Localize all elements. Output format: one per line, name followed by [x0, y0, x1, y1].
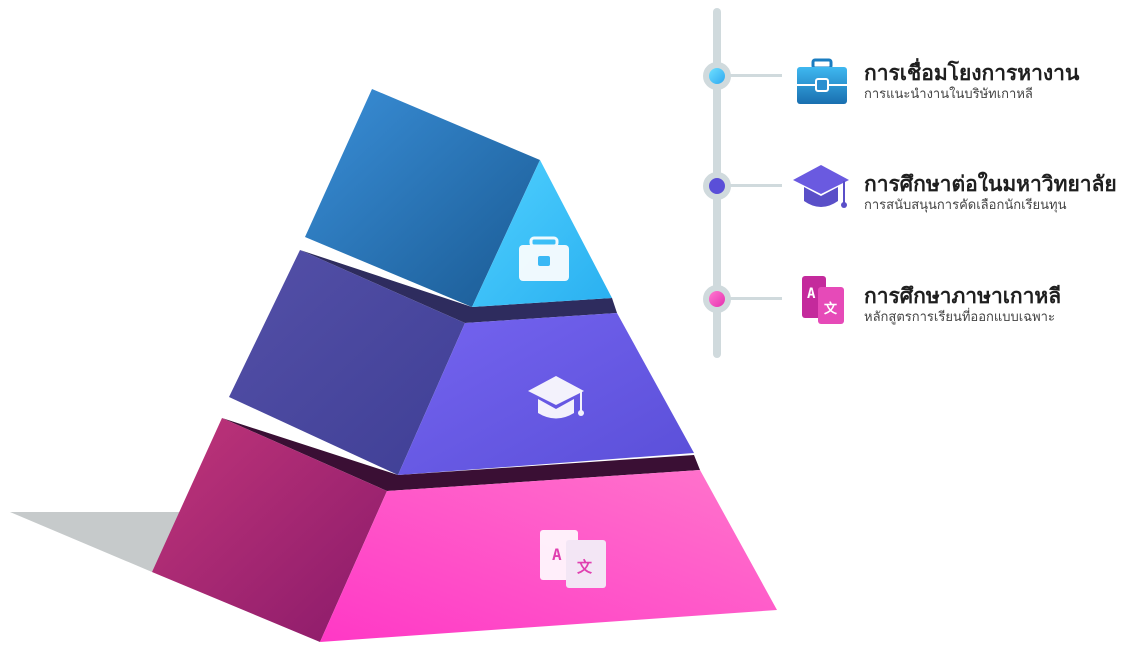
service-item-job: การเชื่อมโยงการหางาน การแนะนำงานในบริษัท…: [864, 60, 1079, 104]
graduation-cap-icon: [528, 376, 584, 419]
svg-text:A: A: [807, 286, 816, 302]
item-title: การศึกษาภาษาเกาหลี: [864, 284, 1062, 308]
timeline-dot-job: [703, 62, 731, 90]
item-subtitle: การแนะนำงานในบริษัทเกาหลี: [864, 87, 1033, 102]
translate-icon: A 文: [540, 530, 606, 588]
briefcase-icon: [797, 58, 847, 104]
pyramid-diagram: A 文: [10, 89, 777, 642]
translate-icon: A 文: [802, 276, 844, 324]
connector: [730, 74, 782, 77]
connector: [730, 184, 782, 187]
service-item-korean: การศึกษาภาษาเกาหลี หลักสูตรการเรียนที่ออ…: [864, 283, 1061, 327]
svg-text:文: 文: [824, 301, 838, 317]
bottom-tier-top: [222, 418, 700, 491]
briefcase-icon: [519, 236, 569, 281]
service-item-university: การศึกษาต่อในมหาวิทยาลัย การสนับสนุนการค…: [864, 171, 1117, 215]
middle-tier-top: [300, 250, 617, 323]
item-title: การศึกษาต่อในมหาวิทยาลัย: [864, 172, 1117, 196]
item-subtitle: หลักสูตรการเรียนที่ออกแบบเฉพาะ: [864, 310, 1055, 325]
top-tier-left: [305, 89, 540, 307]
timeline-dot-university: [703, 172, 731, 200]
pyramid-shadow: [10, 512, 180, 572]
middle-tier-left: [229, 250, 465, 475]
item-subtitle: การสนับสนุนการคัดเลือกนักเรียนทุน: [864, 198, 1067, 213]
svg-text:文: 文: [577, 558, 593, 576]
bottom-tier-left: [152, 418, 387, 642]
connector: [730, 297, 782, 300]
timeline-dot-korean: [703, 285, 731, 313]
top-tier-right: [472, 160, 612, 307]
svg-text:A: A: [552, 545, 562, 564]
graduation-cap-icon: [793, 165, 849, 208]
item-title: การเชื่อมโยงการหางาน: [864, 61, 1080, 85]
